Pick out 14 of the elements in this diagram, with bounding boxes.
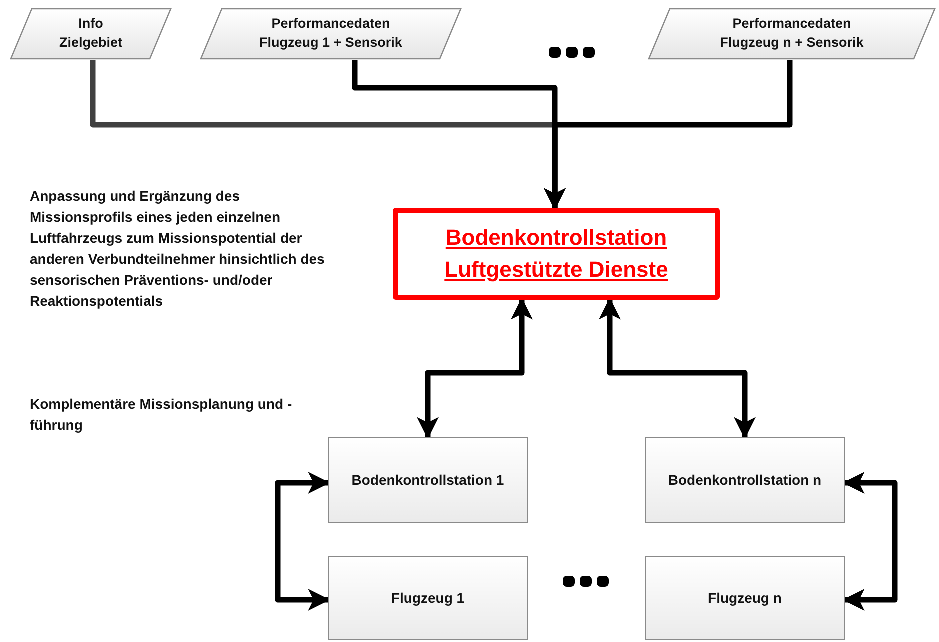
connector-arrow <box>417 298 533 440</box>
connector-arrow <box>599 298 756 440</box>
process-box: Bodenkontrollstation n <box>645 437 845 523</box>
process-box: Flugzeug 1 <box>328 556 528 640</box>
process-box: Bodenkontrollstation 1 <box>328 437 528 523</box>
process-box: Flugzeug n <box>645 556 845 640</box>
connector-arrow <box>544 60 793 210</box>
description-note: Anpassung und Ergänzung des Missionsprofils eines jeden einzelnen Luftfahrzeugs zum Missionspotential der anderen Verbundteilnehmer hinsichtlich des sensorischen Präventions- und/oder Reaktionspotentials <box>30 187 326 311</box>
data-input-parallelogram: Info Zielgebiet <box>10 8 172 60</box>
ground-station-box: Bodenkontrollstation Luftgestützte Dienste <box>393 208 720 300</box>
description-note: Komplementäre Missionsplanung und -führung <box>30 395 294 435</box>
data-input-parallelogram: Performancedaten Flugzeug 1 + Sensorik <box>200 8 462 60</box>
data-input-parallelogram: Performancedaten Flugzeug n + Sensorik <box>648 8 936 60</box>
connector-arrow <box>275 472 330 611</box>
